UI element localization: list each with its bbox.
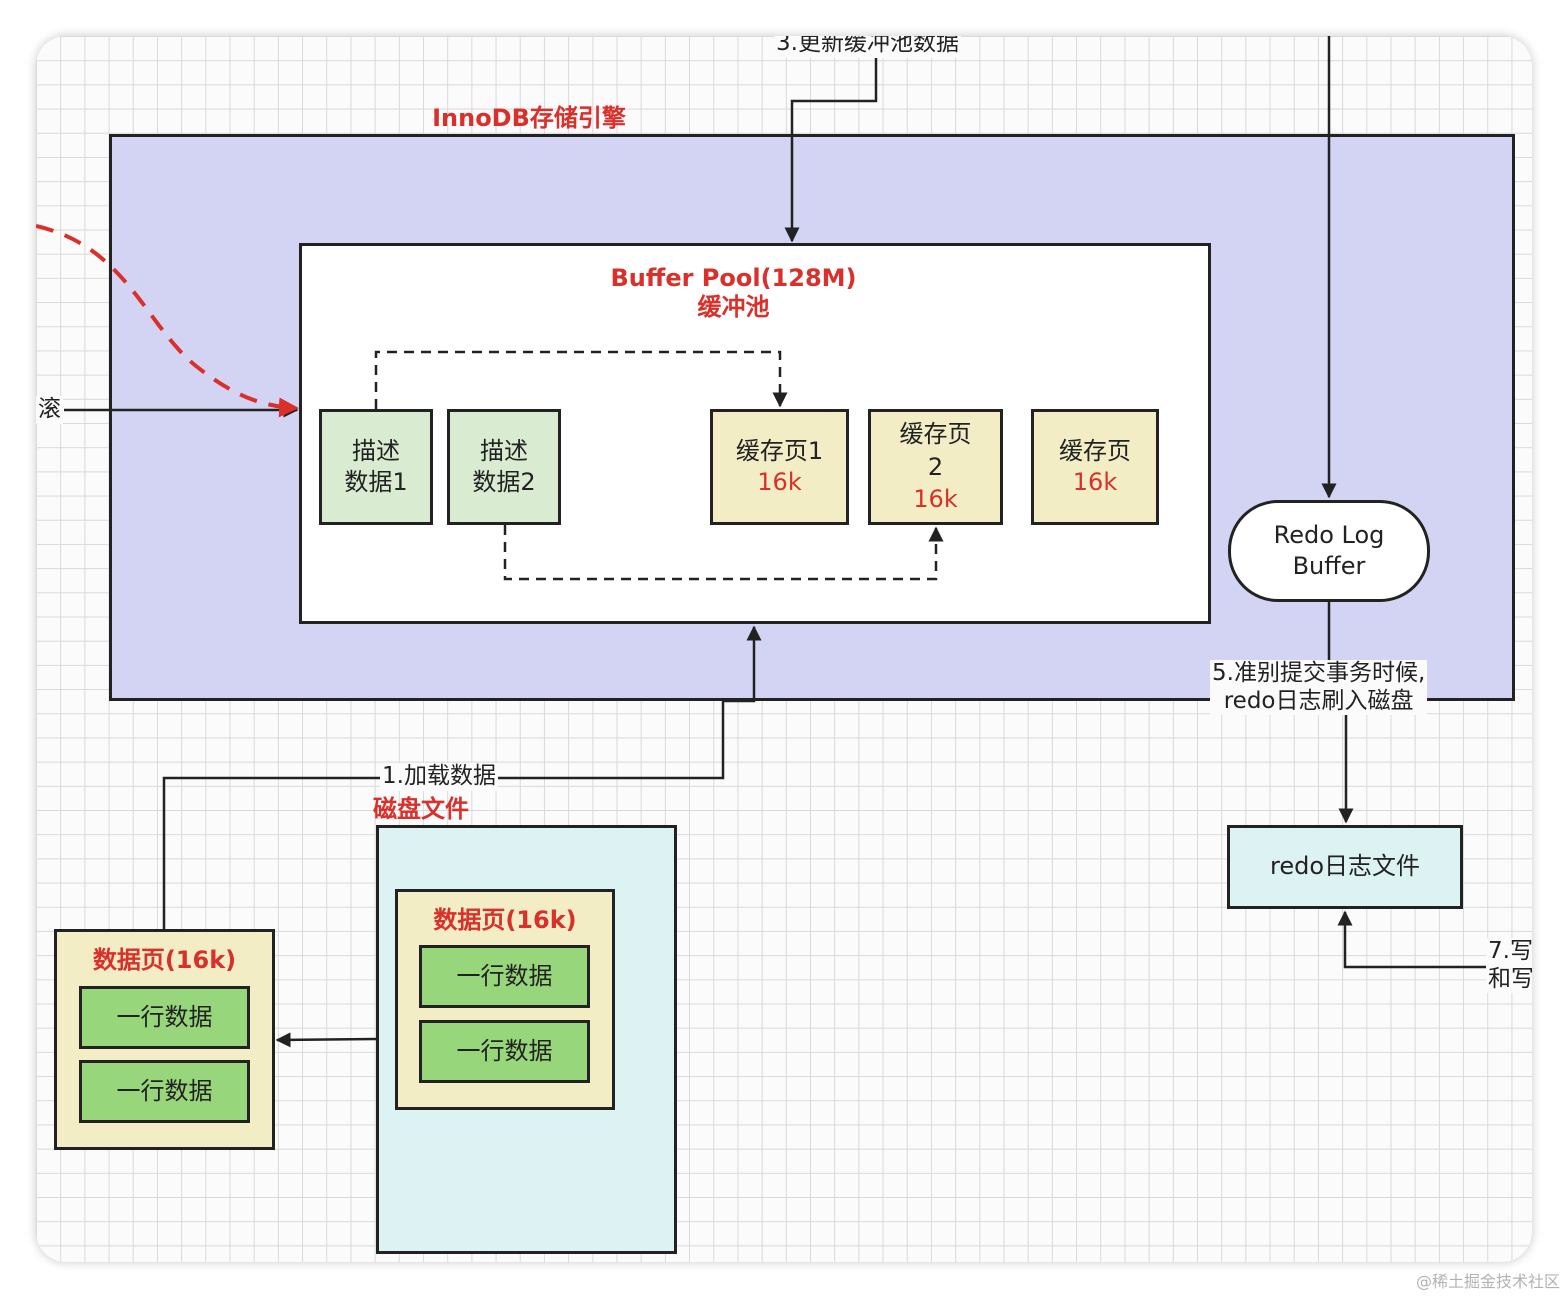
cache-page-2: 缓存页 2 16k xyxy=(868,409,1003,525)
watermark: @稀土掘金技术社区 xyxy=(1415,1272,1560,1291)
cache-page-1: 缓存页1 16k xyxy=(710,409,849,525)
edge-step5-line1: 5.准别提交事务时候, xyxy=(1212,660,1426,686)
loaded-row-1: 一行数据 xyxy=(79,986,250,1049)
redo-log-file-label: redo日志文件 xyxy=(1269,852,1421,881)
redo-log-buffer-line1: Redo Log xyxy=(1273,520,1385,549)
loaded-row-1-label: 一行数据 xyxy=(116,1002,213,1031)
redo-log-buffer-line2: Buffer xyxy=(1292,552,1366,580)
cache-page-3-line1: 缓存页 xyxy=(1059,436,1131,465)
loaded-row-2: 一行数据 xyxy=(79,1060,250,1123)
cache-page-2-line1: 缓存页 xyxy=(899,420,972,449)
buffer-pool-title: Buffer Pool(128M) 缓冲池 xyxy=(581,258,886,328)
edge-step1-line xyxy=(162,625,762,929)
descriptor-2-line1: 描述 xyxy=(480,436,528,465)
descriptor-1-line2: 数据1 xyxy=(344,468,408,496)
edge-step7-label: 7.写 和写 xyxy=(1486,938,1532,994)
edge-step7-line xyxy=(1337,910,1532,969)
loaded-data-page-title: 数据页(16k) xyxy=(92,945,237,974)
edge-left-cut-label: 滚 xyxy=(36,396,63,424)
descriptor-1-line1: 描述 xyxy=(352,436,400,465)
buffer-pool-title-line1: Buffer Pool(128M) xyxy=(610,264,857,293)
disk-row-1: 一行数据 xyxy=(419,945,590,1008)
edge-descriptor2-to-cache2 xyxy=(503,525,944,581)
descriptor-block-1: 描述 数据1 xyxy=(319,409,433,525)
edge-red-dashed-curve xyxy=(36,224,299,418)
edge-step5-line2: redo日志刷入磁盘 xyxy=(1223,687,1414,714)
cache-page-2-size: 16k xyxy=(913,485,958,514)
descriptor-2-line2: 数据2 xyxy=(472,468,536,496)
cache-page-1-line1: 缓存页1 xyxy=(735,436,824,465)
cache-page-2-line2: 2 xyxy=(927,452,944,481)
innodb-engine-label: InnoDB存储引擎 xyxy=(432,103,626,132)
redo-log-buffer: Redo Log Buffer xyxy=(1228,500,1430,602)
cache-page-3: 缓存页 16k xyxy=(1031,409,1159,525)
disk-row-1-label: 一行数据 xyxy=(456,961,553,990)
cache-page-3-size: 16k xyxy=(1072,468,1118,496)
diagram-canvas: InnoDB存储引擎 Buffer Pool(128M) 缓冲池 描述 数据1 … xyxy=(36,36,1532,1262)
disk-row-2: 一行数据 xyxy=(419,1020,590,1083)
disk-data-page-title: 数据页(16k) xyxy=(433,905,577,934)
edge-step3-label: 3.更新缓冲池数据 xyxy=(774,36,961,58)
edge-step1-label: 1.加载数据 xyxy=(380,763,498,791)
edge-step7-line1: 7.写 xyxy=(1488,938,1532,964)
edge-step5-label: 5.准别提交事务时候, redo日志刷入磁盘 xyxy=(1210,660,1428,716)
edge-descriptor1-to-cache1 xyxy=(374,350,788,409)
connector-layer xyxy=(36,36,1532,1048)
edge-step7-line2: 和写 xyxy=(1488,965,1532,992)
loaded-row-2-label: 一行数据 xyxy=(116,1076,213,1105)
edge-step3-line xyxy=(784,36,878,243)
disk-row-2-label: 一行数据 xyxy=(456,1036,553,1065)
cache-page-1-size: 16k xyxy=(757,468,802,496)
descriptor-block-2: 描述 数据2 xyxy=(447,409,561,525)
disk-file-label: 磁盘文件 xyxy=(373,794,469,823)
buffer-pool-title-line2: 缓冲池 xyxy=(697,293,770,321)
edge-disk-to-page xyxy=(275,1032,377,1048)
redo-log-file: redo日志文件 xyxy=(1227,825,1463,909)
